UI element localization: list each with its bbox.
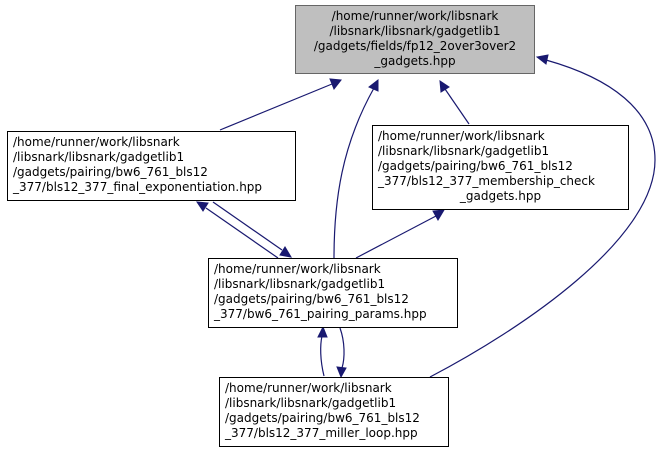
- edge-pairing-params-to-fp12: [333, 87, 375, 259]
- node-fp12-line-3: /gadgets/fields/fp12_2over3over2: [313, 39, 517, 53]
- edge-pairing-params-to-membership: [355, 215, 437, 259]
- edge-membership-to-fp12-arrowhead: [439, 80, 450, 93]
- node-pairing-params-line-4: _377/bw6_761_pairing_params.hpp: [214, 307, 427, 321]
- node-miller-loop-line-1: /home/runner/work/libsnark: [225, 381, 392, 395]
- node-membership-check[interactable]: /home/runner/work/libsnark /libsnark/lib…: [372, 125, 629, 210]
- edge-pairing-params-to-miller-loop: [339, 327, 345, 369]
- node-miller-loop-line-4: _377/bls12_377_miller_loop.hpp: [225, 426, 418, 440]
- node-fp12-gadgets[interactable]: /home/runner/work/libsnark /libsnark/lib…: [295, 5, 535, 74]
- node-membership-line-2: /libsnark/libsnark/gadgetlib1: [378, 144, 550, 158]
- edge-final-exp-to-pairing-params-arrowhead: [279, 246, 292, 258]
- node-membership-line-1: /home/runner/work/libsnark: [378, 129, 545, 143]
- node-miller-loop[interactable]: /home/runner/work/libsnark /libsnark/lib…: [219, 377, 449, 447]
- node-pairing-params-line-1: /home/runner/work/libsnark: [214, 262, 381, 276]
- node-final-exp-line-2: /libsnark/libsnark/gadgetlib1: [13, 150, 185, 164]
- node-final-exp-line-1: /home/runner/work/libsnark: [13, 135, 180, 149]
- node-final-exponentiation[interactable]: /home/runner/work/libsnark /libsnark/lib…: [7, 131, 296, 201]
- node-fp12-line-4: _gadgets.hpp: [374, 54, 456, 68]
- node-pairing-params-line-2: /libsnark/libsnark/gadgetlib1: [214, 277, 386, 291]
- node-miller-loop-line-3: /gadgets/pairing/bw6_761_bls12: [225, 411, 420, 425]
- edge-final-exp-to-pairing-params: [212, 201, 283, 251]
- node-pairing-params-line-3: /gadgets/pairing/bw6_761_bls12: [214, 292, 409, 306]
- edge-pairing-params-to-fp12-arrowhead: [368, 78, 379, 92]
- node-membership-line-4: _377/bls12_377_membership_check: [378, 174, 595, 188]
- node-miller-loop-line-2: /libsnark/libsnark/gadgetlib1: [225, 396, 397, 410]
- edge-pairing-params-to-final-exp: [205, 207, 279, 259]
- edge-miller-loop-to-pairing-params: [320, 335, 325, 377]
- node-membership-line-5: _gadgets.hpp: [459, 189, 542, 203]
- edge-pairing-params-to-final-exp-arrowhead: [196, 201, 209, 212]
- node-final-exp-line-4: _377/bls12_377_final_exponentiation.hpp: [13, 180, 263, 194]
- edge-miller-loop-to-fp12-arrowhead: [535, 54, 549, 65]
- edge-final-exp-to-fp12: [219, 83, 333, 131]
- edge-pairing-params-to-membership-arrowhead: [432, 209, 445, 221]
- edge-miller-loop-to-fp12: [429, 59, 656, 378]
- edge-membership-to-fp12: [444, 88, 470, 125]
- edge-miller-loop-to-pairing-params-arrowhead: [317, 325, 328, 338]
- node-fp12-line-2: /libsnark/libsnark/gadgetlib1: [329, 24, 501, 38]
- edge-final-exp-to-fp12-arrowhead: [329, 78, 342, 90]
- edge-pairing-params-to-miller-loop-arrowhead: [336, 366, 347, 379]
- node-fp12-line-1: /home/runner/work/libsnark: [331, 9, 499, 23]
- node-membership-line-3: /gadgets/pairing/bw6_761_bls12: [378, 159, 573, 173]
- node-final-exp-line-3: /gadgets/pairing/bw6_761_bls12: [13, 165, 208, 179]
- node-pairing-params[interactable]: /home/runner/work/libsnark /libsnark/lib…: [208, 258, 458, 328]
